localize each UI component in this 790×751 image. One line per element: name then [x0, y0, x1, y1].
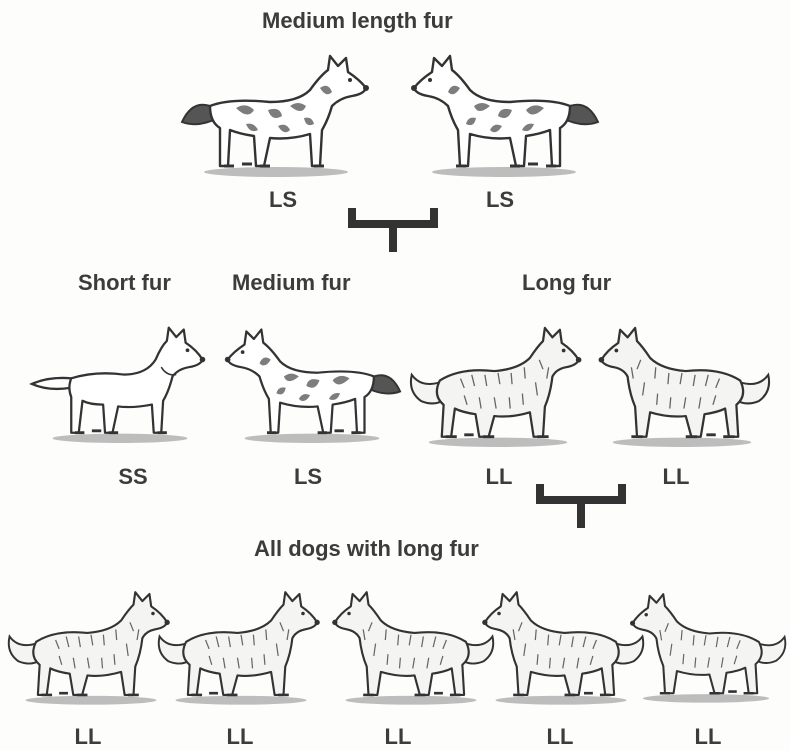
parent-right-genotype: LS — [486, 189, 514, 211]
offspring-genotype: LL — [227, 726, 254, 748]
long-fur-left-genotype: LL — [486, 466, 513, 488]
parent-left-genotype: LS — [269, 189, 297, 211]
short-fur-dog-icon — [30, 318, 210, 448]
offspring-genotype: LL — [695, 726, 722, 748]
offspring-heading: All dogs with long fur — [254, 538, 479, 560]
offspring-genotype: LL — [547, 726, 574, 748]
long-fur-dog-icon — [624, 586, 788, 710]
parents-heading: Medium length fur — [262, 10, 453, 32]
medium-fur-heading: Medium fur — [232, 272, 351, 294]
cross-bracket-bottom — [536, 484, 626, 530]
short-fur-heading: Short fur — [78, 272, 171, 294]
long-fur-dog-icon — [592, 322, 772, 452]
medium-fur-dog-icon — [222, 318, 402, 448]
long-fur-dog-icon — [476, 586, 646, 710]
cross-bracket-top — [348, 208, 438, 254]
medium-fur-dog-icon — [408, 48, 600, 178]
offspring-genotype: LL — [385, 726, 412, 748]
long-fur-dog-icon — [6, 586, 176, 710]
medium-fur-genotype: LS — [294, 466, 322, 488]
medium-fur-dog-icon — [180, 48, 372, 178]
short-fur-genotype: SS — [118, 466, 147, 488]
long-fur-right-genotype: LL — [663, 466, 690, 488]
long-fur-dog-icon — [326, 586, 496, 710]
long-fur-dog-icon — [156, 586, 326, 710]
long-fur-dog-icon — [408, 322, 588, 452]
long-fur-heading: Long fur — [522, 272, 611, 294]
offspring-genotype: LL — [75, 726, 102, 748]
